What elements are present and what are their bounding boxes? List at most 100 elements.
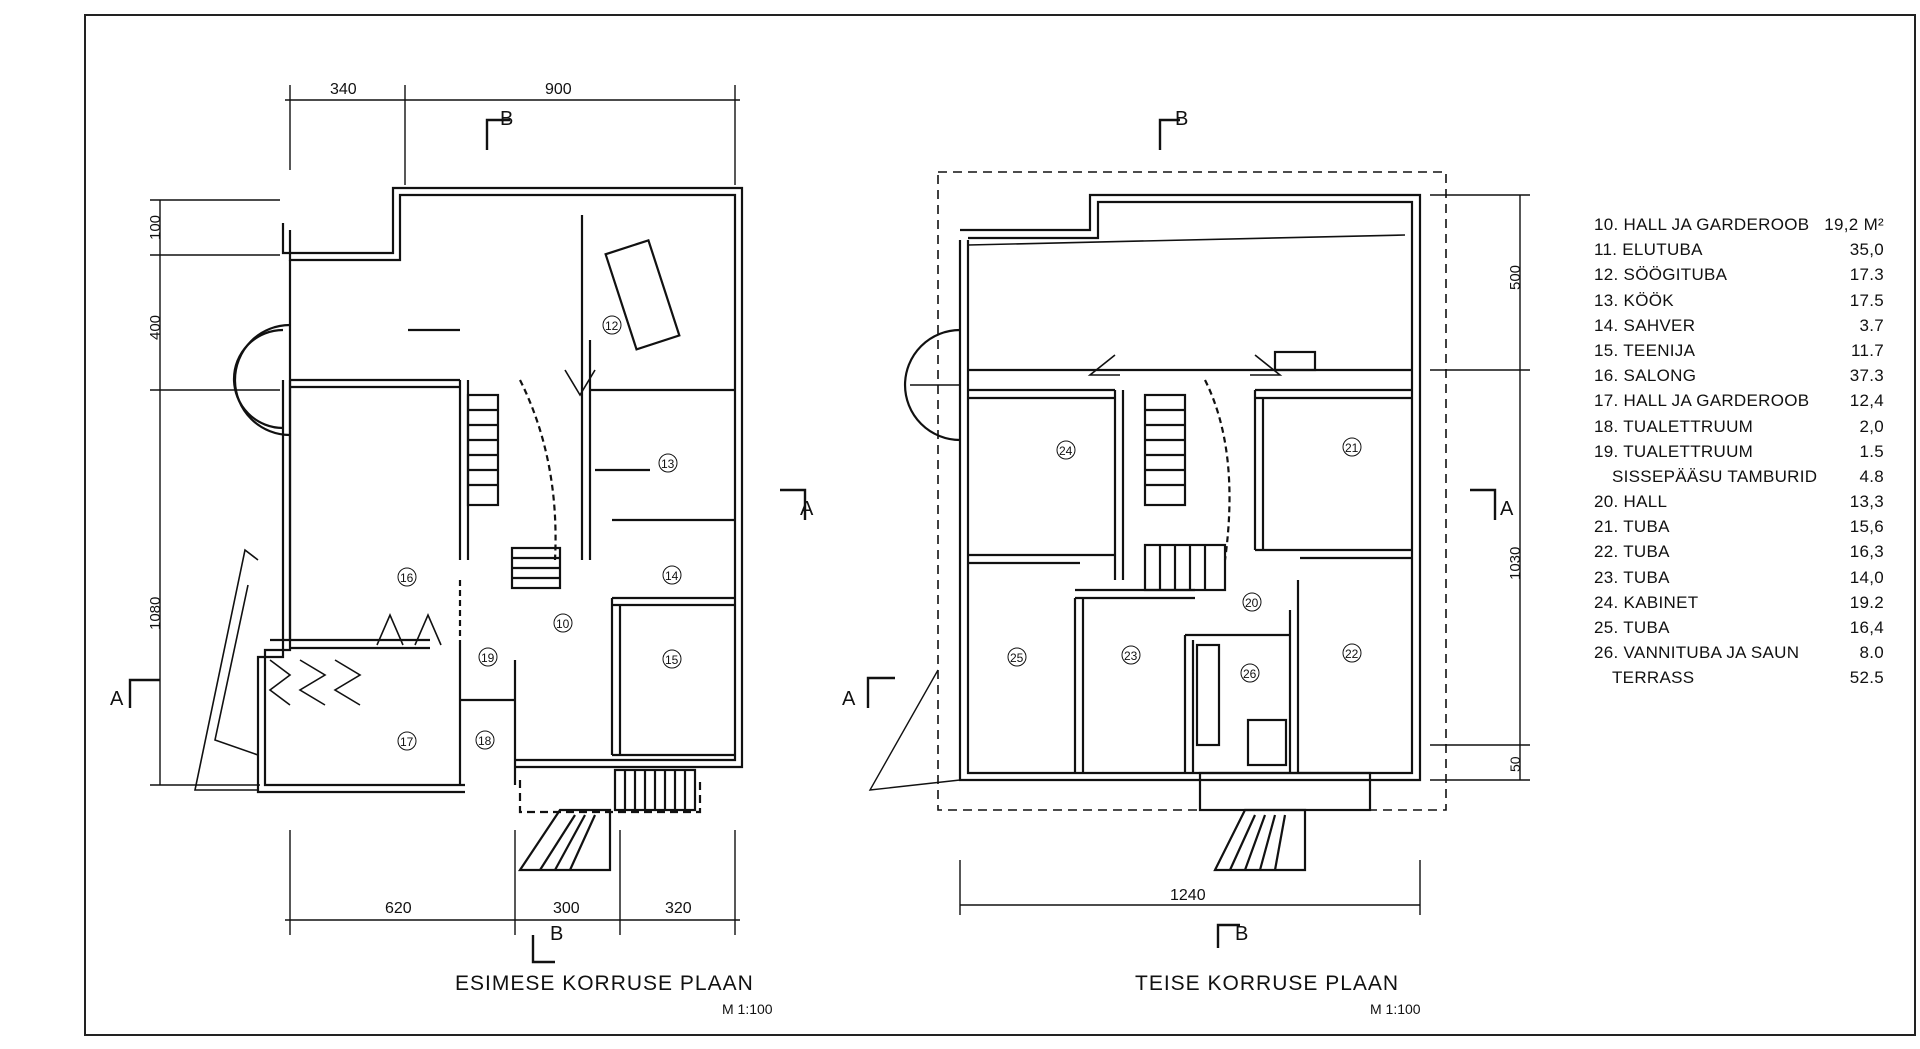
section-a-right: A — [800, 498, 814, 520]
legend-value: 8.0 — [1859, 643, 1884, 663]
legend-label: SISSEPÄÄSU TAMBURID — [1612, 466, 1818, 486]
legend-label: 14. SAHVER — [1594, 315, 1696, 335]
legend-value: 14,0 — [1849, 567, 1884, 587]
room-tag-18: 18 — [478, 734, 492, 748]
legend-value: 12,4 — [1849, 391, 1884, 411]
legend-value: 35,0 — [1849, 240, 1884, 260]
legend-value-number: 19,2 — [1824, 215, 1859, 234]
section-a-left-2: A — [842, 688, 856, 710]
room-tag-12: 12 — [605, 319, 619, 333]
legend-row: 20. HALL 13,3 — [1594, 492, 1884, 517]
room-tag-19: 19 — [481, 651, 495, 665]
room-tag-21: 21 — [1345, 441, 1359, 455]
dim-bottom-a: 620 — [385, 900, 412, 917]
section-b-top: B — [500, 108, 513, 130]
legend-value: 19.2 — [1849, 592, 1884, 612]
legend-row: 16. SALONG 37.3 — [1594, 366, 1884, 391]
legend-label: 17. HALL JA GARDEROOB — [1594, 391, 1810, 411]
second-floor-room-tags: 24 21 20 25 23 26 22 — [1007, 437, 1362, 683]
legend-value: 19,2 M² — [1824, 215, 1884, 235]
first-floor-scale: M 1:100 — [722, 1001, 773, 1017]
room-tag-14: 14 — [665, 569, 679, 583]
first-floor-text: 340 900 100 400 1080 620 300 320 B B A A… — [110, 81, 814, 1017]
legend-label: 15. TEENIJA — [1594, 340, 1696, 360]
dim-left-b: 400 — [147, 315, 164, 340]
legend-row: 14. SAHVER 3.7 — [1594, 316, 1884, 341]
legend-row: 23. TUBA 14,0 — [1594, 568, 1884, 593]
legend-row: 11. ELUTUBA 35,0 — [1594, 240, 1884, 265]
second-floor-text: 500 1030 50 1240 B B A A 24 21 20 25 23 … — [842, 108, 1524, 1017]
legend-label: 18. TUALETTRUUM — [1594, 416, 1754, 436]
first-floor-dimensions — [128, 85, 807, 964]
legend-row: 19. TUALETTRUUM 1.5 — [1594, 442, 1884, 467]
section-a-right-2: A — [1500, 498, 1514, 520]
dim-top-a: 340 — [330, 81, 357, 98]
legend-label: 24. KABINET — [1594, 592, 1699, 612]
legend-value: 13,3 — [1849, 492, 1884, 512]
section-b-bottom: B — [550, 923, 563, 945]
legend-value: 17.5 — [1849, 290, 1884, 310]
legend-value: 1.5 — [1859, 441, 1884, 461]
legend-row: 15. TEENIJA 11.7 — [1594, 341, 1884, 366]
sheet-border — [84, 14, 1916, 1036]
legend-row: 24. KABINET 19.2 — [1594, 593, 1884, 618]
legend-row: 26. VANNITUBA JA SAUN 8.0 — [1594, 643, 1884, 668]
legend-label: 13. KÖÖK — [1594, 290, 1674, 310]
legend-row: SISSEPÄÄSU TAMBURID 4.8 — [1594, 467, 1884, 492]
room-tag-17: 17 — [400, 735, 414, 749]
legend-label: 23. TUBA — [1594, 567, 1670, 587]
legend-value: 37.3 — [1849, 366, 1884, 386]
legend-label: 26. VANNITUBA JA SAUN — [1594, 643, 1800, 663]
legend-row: 12. SÖÖGITUBA 17.3 — [1594, 265, 1884, 290]
legend-row: 17. HALL JA GARDEROOB 12,4 — [1594, 391, 1884, 416]
legend-label: 16. SALONG — [1594, 366, 1697, 386]
room-tag-24: 24 — [1059, 444, 1073, 458]
second-floor-title: TEISE KORRUSE PLAAN — [1135, 972, 1399, 995]
legend-label: 21. TUBA — [1594, 517, 1670, 537]
dim-right-c: 50 — [1507, 756, 1523, 772]
dim-left-c: 1080 — [147, 597, 164, 630]
room-tag-16: 16 — [400, 571, 414, 585]
room-tag-25: 25 — [1010, 651, 1024, 665]
room-tag-13: 13 — [661, 457, 675, 471]
legend-row: 10. HALL JA GARDEROOB 19,2 M² — [1594, 215, 1884, 240]
legend-label: 11. ELUTUBA — [1594, 240, 1703, 260]
dim-bottom-second: 1240 — [1170, 887, 1206, 904]
legend-value: 11.7 — [1850, 340, 1884, 360]
legend-value: 4.8 — [1859, 466, 1884, 486]
first-floor-title: ESIMESE KORRUSE PLAAN — [455, 972, 754, 995]
legend-label: 10. HALL JA GARDEROOB — [1594, 215, 1810, 234]
legend-label: 12. SÖÖGITUBA — [1594, 265, 1728, 285]
second-floor-plan — [868, 171, 1447, 872]
dim-bottom-b: 300 — [553, 900, 580, 917]
room-area-legend: 10. HALL JA GARDEROOB 19,2 M² 11. ELUTUBA… — [1594, 215, 1884, 694]
legend-unit: M² — [1863, 215, 1884, 234]
legend-value: 17.3 — [1849, 265, 1884, 285]
legend-row: 13. KÖÖK 17.5 — [1594, 291, 1884, 316]
dim-top-b: 900 — [545, 81, 572, 98]
legend-value: 3.7 — [1859, 315, 1884, 335]
second-floor-scale: M 1:100 — [1370, 1001, 1421, 1017]
first-floor-plan — [194, 186, 744, 872]
dim-right-b: 1030 — [1507, 547, 1524, 580]
room-tag-15: 15 — [665, 653, 679, 667]
legend-label: 19. TUALETTRUUM — [1594, 441, 1754, 461]
legend-value: 16,4 — [1849, 618, 1884, 637]
room-tag-10: 10 — [556, 617, 570, 631]
first-floor-room-tags: 12 13 14 15 16 17 18 19 10 — [397, 315, 682, 751]
section-a-left: A — [110, 688, 124, 710]
section-b-top-2: B — [1175, 108, 1188, 130]
room-tag-23: 23 — [1124, 649, 1138, 663]
dim-bottom-c: 320 — [665, 900, 692, 917]
legend-label: 20. HALL — [1594, 492, 1668, 512]
second-floor-dimensions — [866, 118, 1530, 948]
legend-label: 25. TUBA — [1594, 618, 1670, 637]
legend-label: TERRASS — [1612, 668, 1695, 688]
legend-row: 25. TUBA 16,4 — [1594, 618, 1884, 643]
